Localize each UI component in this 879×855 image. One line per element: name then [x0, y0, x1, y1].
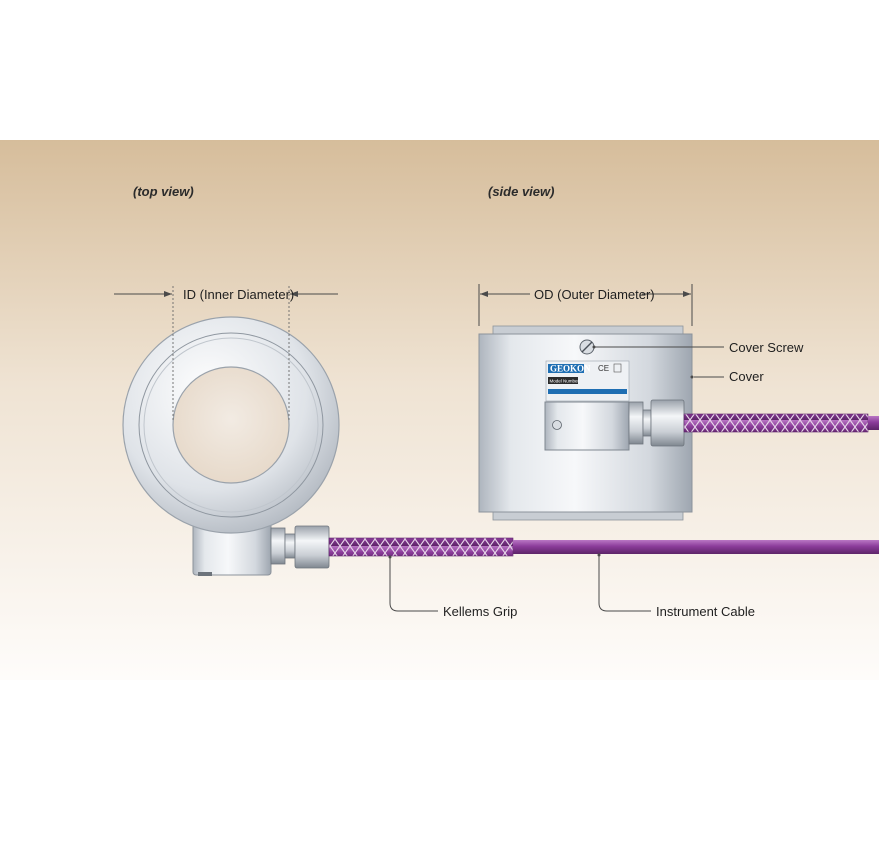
screw-slot [581, 341, 593, 353]
cover-label: Cover [729, 369, 764, 384]
kellems-grip-label: Kellems Grip [443, 604, 517, 619]
side-cable-end [868, 416, 879, 430]
ring-groove [138, 332, 324, 518]
brand-badge [548, 364, 584, 373]
disposal-icon [613, 363, 622, 373]
cover-screw-label: Cover Screw [729, 340, 804, 355]
nameplate-strip [548, 389, 627, 394]
ring-groove-inner [143, 337, 319, 513]
gland-neck [284, 533, 296, 559]
instrument-cable-label: Instrument Cable [656, 604, 755, 619]
outer-diameter-label: OD (Outer Diameter) [534, 287, 655, 302]
inner-bore [172, 366, 290, 484]
side-gland-nut [628, 401, 644, 445]
outer-diameter-dimension: OD (Outer Diameter) [478, 284, 693, 326]
model-text: Model Number [550, 379, 580, 384]
side-gland-body [650, 399, 685, 447]
instrument-cable-callout: Instrument Cable [597, 553, 755, 619]
instrument-cable [513, 540, 879, 554]
side-gland-neck [642, 409, 652, 437]
ce-mark: CE [598, 364, 609, 373]
side-view-label: (side view) [488, 184, 554, 199]
inner-diameter-label: ID (Inner Diameter) [183, 287, 294, 302]
model-badge [548, 377, 578, 384]
block-foot [198, 572, 212, 576]
brand-logo-text: GEOKON [550, 364, 591, 374]
box-screw-icon [552, 420, 562, 430]
kellems-grip-callout: Kellems Grip [388, 555, 517, 619]
gland-nut [270, 527, 286, 565]
inner-diameter-dimension: ID (Inner Diameter) [114, 286, 338, 420]
cover-callout: Cover [690, 369, 764, 384]
gland-body [294, 525, 330, 569]
top-view-load-cell [122, 316, 340, 576]
side-kellems-grip [683, 413, 869, 433]
top-view-cable-assembly [270, 525, 879, 569]
cover-screw-callout: Cover Screw [592, 340, 804, 355]
side-view-load-cell: GEOKON CE Model Number [478, 325, 879, 521]
kellems-grip-mesh [328, 537, 514, 557]
top-view-label: (top view) [133, 184, 194, 199]
